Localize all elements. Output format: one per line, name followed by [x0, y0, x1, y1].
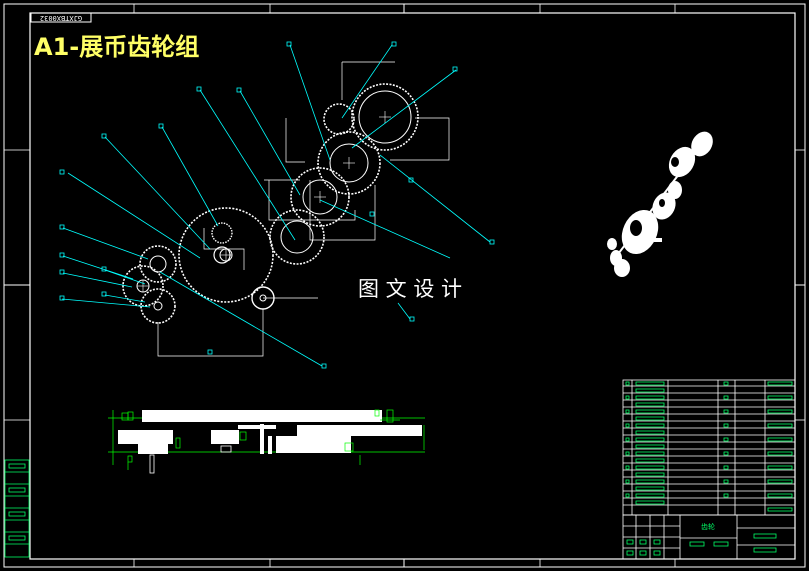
title-block-entries [626, 533, 777, 556]
large-gear [178, 207, 274, 303]
leader-tags [59, 41, 495, 369]
chain-gear-2 [317, 131, 381, 195]
chain-gear-1-inner [302, 179, 338, 215]
left-gear-lower-hub [153, 301, 163, 311]
dimension-lines [157, 61, 450, 357]
top-large-gear [351, 83, 419, 151]
left-gear-upper [139, 245, 177, 283]
chain-gear-2-inner [329, 143, 369, 183]
section-view [108, 409, 425, 474]
drawing-number: GJXTBX0032 [40, 14, 82, 22]
parts-list-table [622, 379, 796, 516]
drawing-title: A1-展币齿轮组 [34, 33, 199, 61]
zone-ticks [4, 4, 805, 567]
title-block-name: 齿轮 [701, 522, 715, 531]
left-gear-lower [140, 288, 176, 324]
gear-train-isometric-icon [607, 131, 713, 277]
drawing-number-box [30, 12, 92, 23]
mid-gear-inner [280, 220, 314, 254]
title-block [622, 514, 796, 560]
left-gear-upper-hub [149, 255, 167, 273]
gear-front-view [122, 83, 419, 324]
pinion-a [211, 222, 233, 244]
mid-gear [269, 209, 325, 265]
revision-table [4, 459, 30, 558]
top-large-gear-inner [358, 90, 412, 144]
inner-frame [29, 12, 796, 560]
parts-list-entries [625, 381, 793, 512]
leader-lines [61, 44, 491, 367]
center-crosses [137, 111, 391, 292]
watermark-text: 图 文 设 计 [358, 277, 462, 301]
chain-gear-3 [323, 103, 355, 135]
chain-gear-1 [290, 167, 350, 227]
